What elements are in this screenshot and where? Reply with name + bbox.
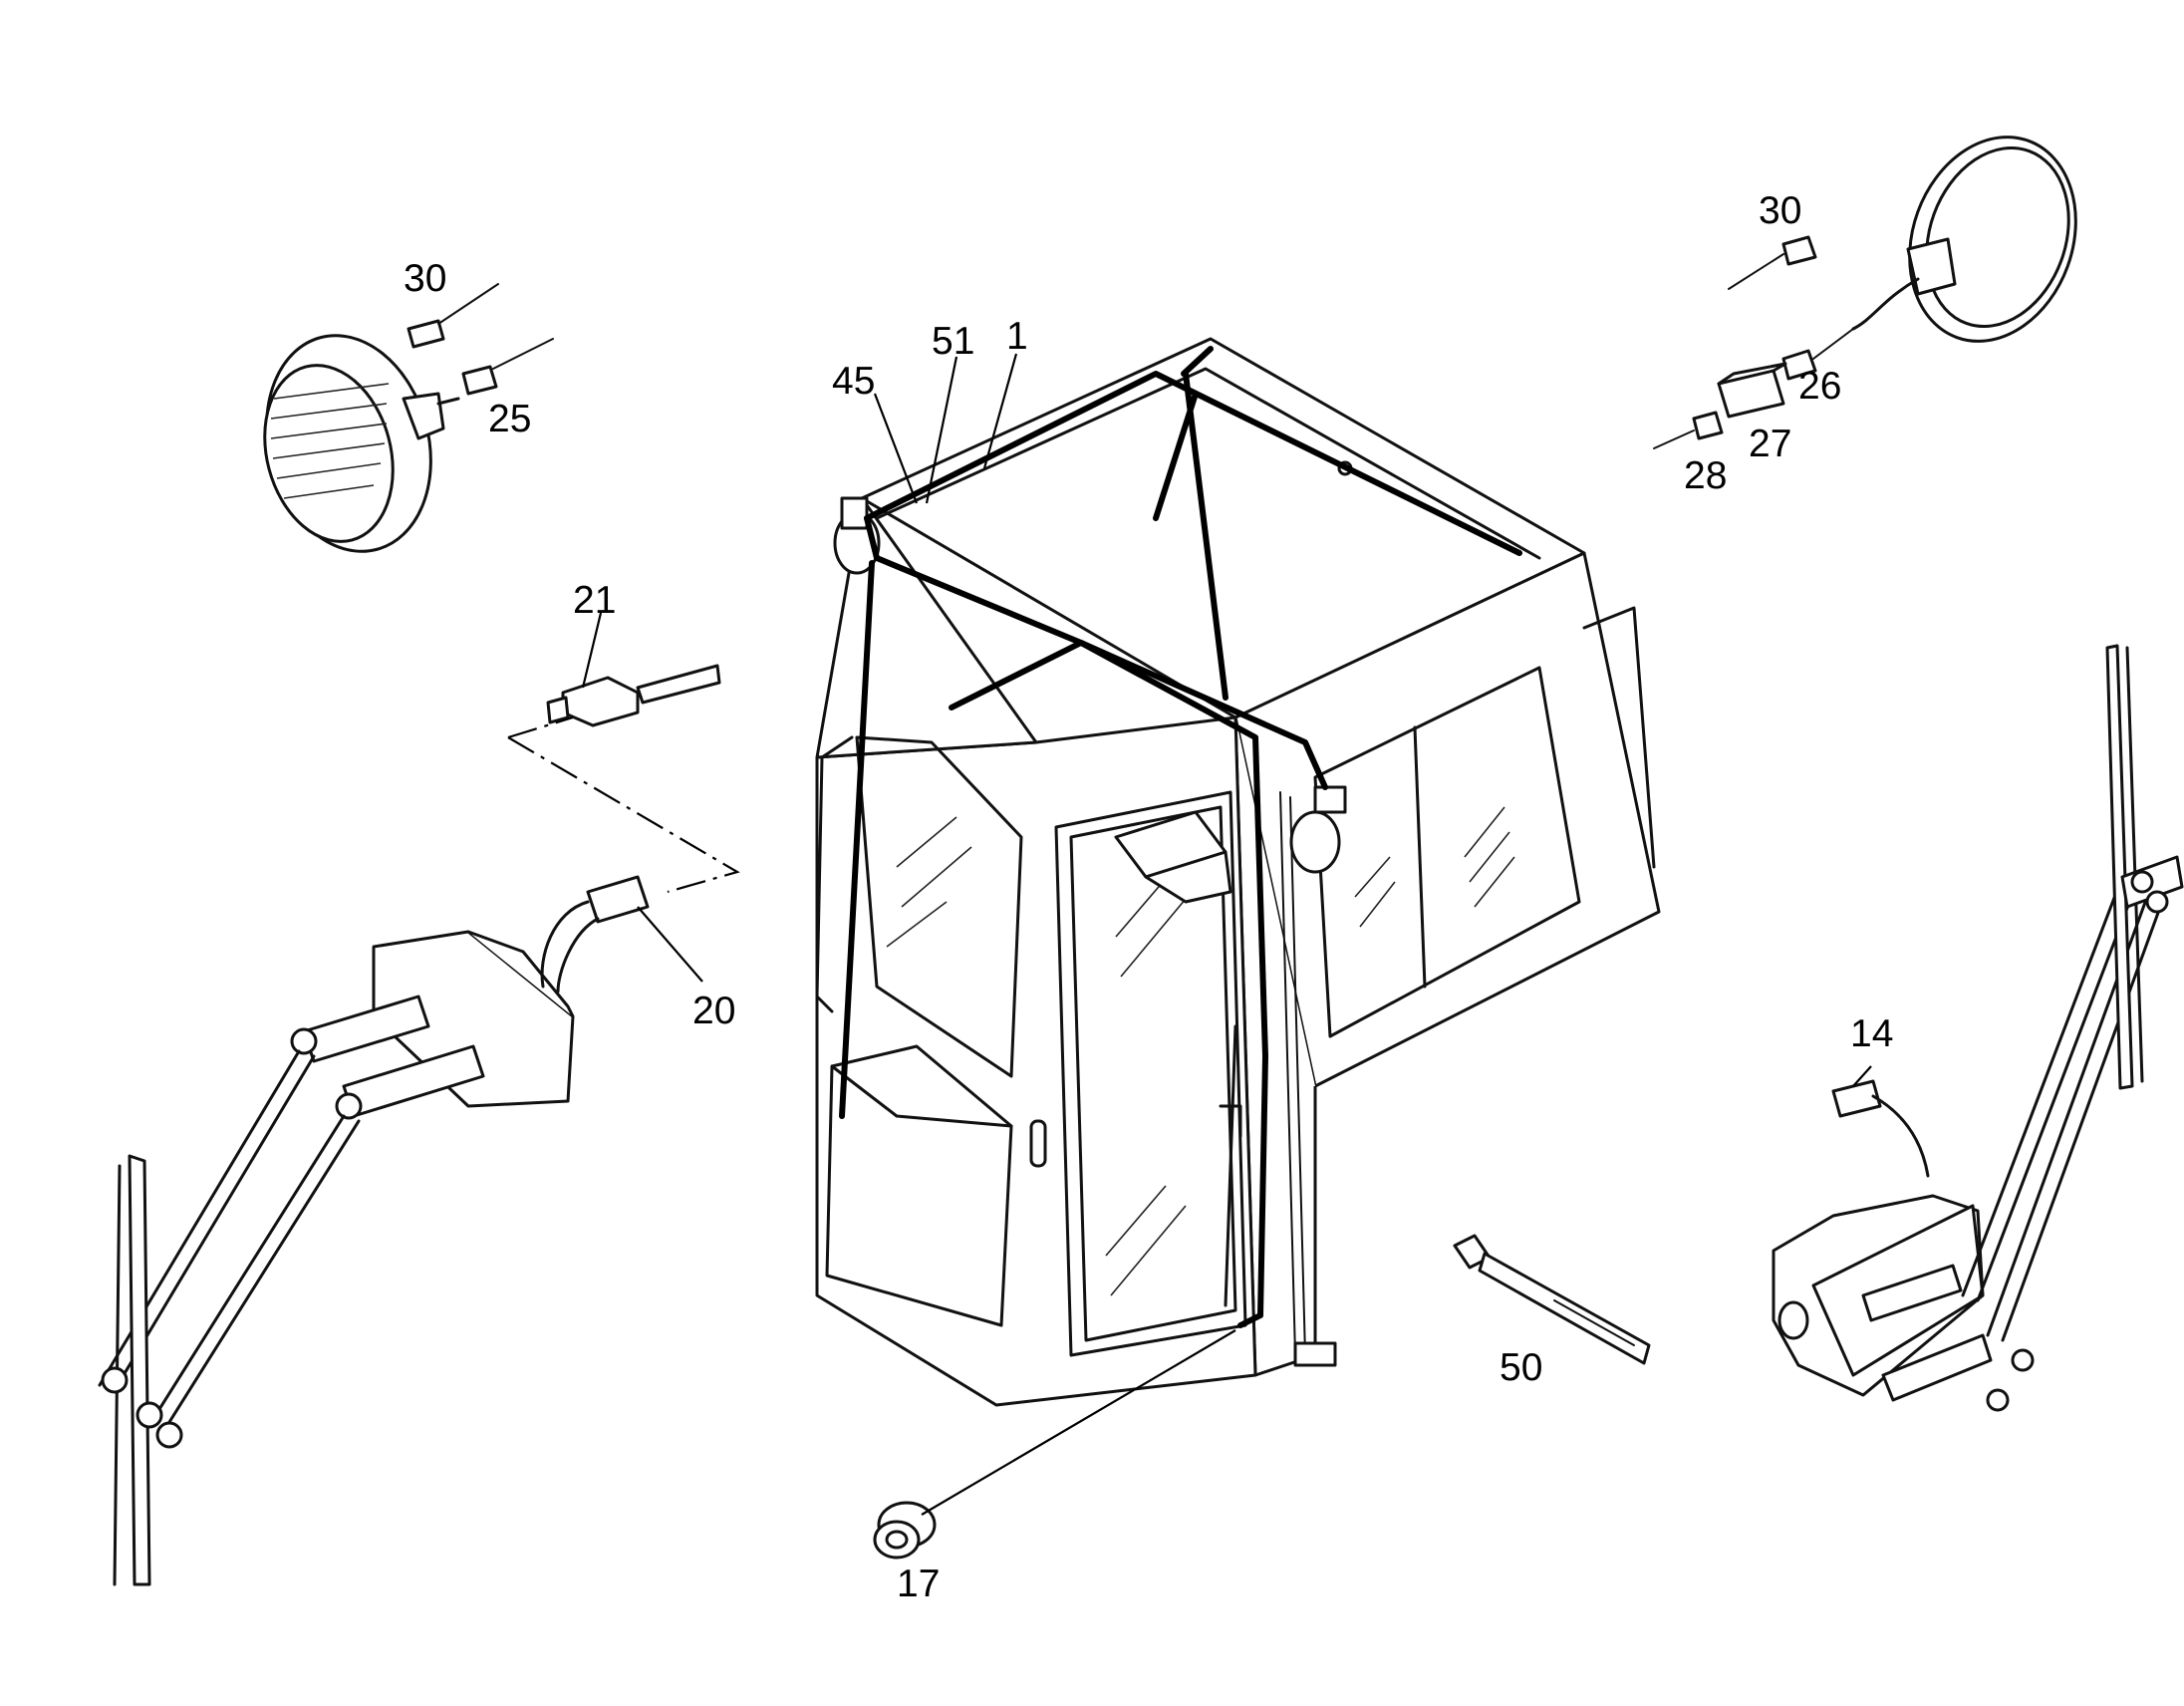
leader-1 xyxy=(982,353,1018,469)
relay-21 xyxy=(546,664,721,727)
leader-14 xyxy=(1852,1065,1872,1087)
connector-30-left xyxy=(407,283,499,349)
label-21: 21 xyxy=(573,579,616,622)
label-25: 25 xyxy=(488,398,531,440)
wiper-motor-right xyxy=(1772,1079,2035,1412)
connector-25 xyxy=(461,338,554,396)
wiper-motor-left xyxy=(290,875,650,1120)
leader-51 xyxy=(925,356,958,504)
connector-housing-27 xyxy=(1717,362,1787,419)
grommet-17 xyxy=(873,1501,937,1560)
label-1: 1 xyxy=(1006,315,1028,358)
work-light-right xyxy=(1851,136,2077,343)
grommet-leader xyxy=(921,1329,1236,1516)
label-45: 45 xyxy=(832,360,875,403)
label-50: 50 xyxy=(1500,1346,1542,1389)
leader-20 xyxy=(637,906,703,983)
label-26: 26 xyxy=(1798,365,1841,408)
connector-28 xyxy=(1653,411,1724,449)
label-30-right: 30 xyxy=(1759,189,1801,232)
wiper-arm-right xyxy=(1961,644,2184,1342)
work-light-left xyxy=(263,334,460,553)
leader-21 xyxy=(581,612,603,689)
label-14: 14 xyxy=(1850,1012,1893,1055)
wiper-arm-left xyxy=(98,1049,361,1586)
label-51: 51 xyxy=(932,320,974,363)
cable-tie-50 xyxy=(1453,1234,1651,1365)
label-17: 17 xyxy=(897,1563,940,1605)
label-27: 27 xyxy=(1749,423,1791,465)
connector-30-right xyxy=(1728,235,1817,290)
connection-dashline xyxy=(507,715,740,894)
label-20: 20 xyxy=(692,990,735,1032)
leader-45 xyxy=(873,393,919,504)
cab-assembly xyxy=(815,337,1661,1407)
callout-labels: 1 45 51 30 25 21 20 30 26 27 28 14 50 17 xyxy=(404,189,1893,1605)
label-28: 28 xyxy=(1684,454,1727,497)
wiring-harness xyxy=(839,346,1522,1328)
connector-26 xyxy=(1781,328,1854,381)
label-30-left: 30 xyxy=(404,257,446,300)
